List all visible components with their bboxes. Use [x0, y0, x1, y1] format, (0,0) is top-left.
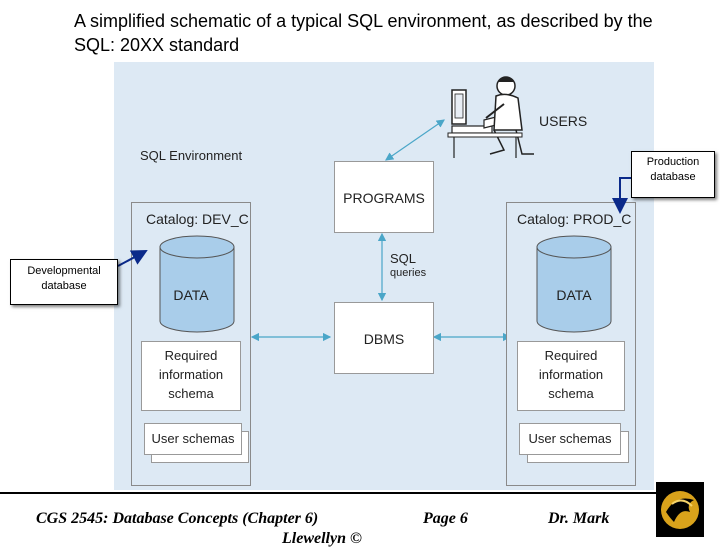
developmental-callout-line2: database	[41, 280, 87, 292]
user-computer-illustration	[447, 76, 534, 158]
dbms-box: DBMS	[334, 302, 434, 374]
slide-title: A simplified schematic of a typical SQL …	[74, 11, 653, 55]
developmental-callout-line1: Developmental	[27, 265, 101, 277]
programs-box: PROGRAMS	[334, 161, 434, 233]
prod-info-schema-line2: information	[538, 367, 604, 382]
developmental-database-callout: Developmental database	[10, 259, 118, 305]
catalog-prod-c: Catalog: PROD_C DATA Required informatio…	[506, 202, 636, 486]
dev-data-label: DATA	[173, 287, 209, 303]
programs-label: PROGRAMS	[343, 190, 425, 206]
production-callout-line1: Production	[646, 156, 700, 168]
dev-data-cylinder	[159, 235, 235, 333]
catalog-prod-c-label: Catalog: PROD_C	[517, 211, 632, 227]
users-label: USERS	[539, 113, 588, 129]
prod-user-schemas-label: User schemas	[528, 431, 612, 446]
dev-info-schema-line1: Required	[164, 348, 218, 363]
sql-environment-label: SQL Environment	[140, 148, 243, 163]
sql-environment-figure: USERS SQL Environment PROGRAMS SQL queri…	[114, 62, 654, 490]
sql-queries-label: SQL queries	[390, 252, 426, 280]
prod-info-schema-box: Required information schema	[517, 341, 625, 411]
prod-data-cylinder	[536, 235, 612, 333]
dbms-label: DBMS	[363, 331, 405, 347]
prod-user-schemas-box: User schemas	[519, 423, 621, 455]
footer-author-line2: Llewellyn ©	[282, 530, 362, 547]
dev-user-schemas-label: User schemas	[151, 431, 235, 446]
sql-label-line1: SQL	[390, 251, 417, 266]
catalog-dev-c-label: Catalog: DEV_C	[146, 211, 249, 227]
production-callout-line2: database	[650, 171, 696, 183]
prod-info-schema-line3: schema	[548, 386, 594, 401]
footer-rule	[0, 492, 656, 494]
dev-info-schema-box: Required information schema	[141, 341, 241, 411]
prod-info-schema-line1: Required	[544, 348, 598, 363]
prod-data-label: DATA	[556, 287, 592, 303]
ucf-pegasus-logo-icon	[656, 482, 704, 537]
footer	[0, 490, 720, 540]
connector-arrows	[250, 119, 512, 342]
catalog-dev-c: Catalog: DEV_C DATA Required information…	[131, 202, 251, 486]
footer-author: Dr. Mark	[548, 510, 610, 527]
sql-label-line2: queries	[390, 267, 427, 279]
dev-info-schema-line3: schema	[168, 386, 214, 401]
footer-page: Page 6	[423, 510, 468, 527]
dev-info-schema-line2: information	[158, 367, 224, 382]
programs-users-arrow	[385, 119, 445, 161]
dev-user-schemas-box: User schemas	[144, 423, 242, 455]
production-database-callout: Production database	[631, 151, 715, 198]
footer-course: CGS 2545: Database Concepts (Chapter 6)	[36, 510, 319, 527]
